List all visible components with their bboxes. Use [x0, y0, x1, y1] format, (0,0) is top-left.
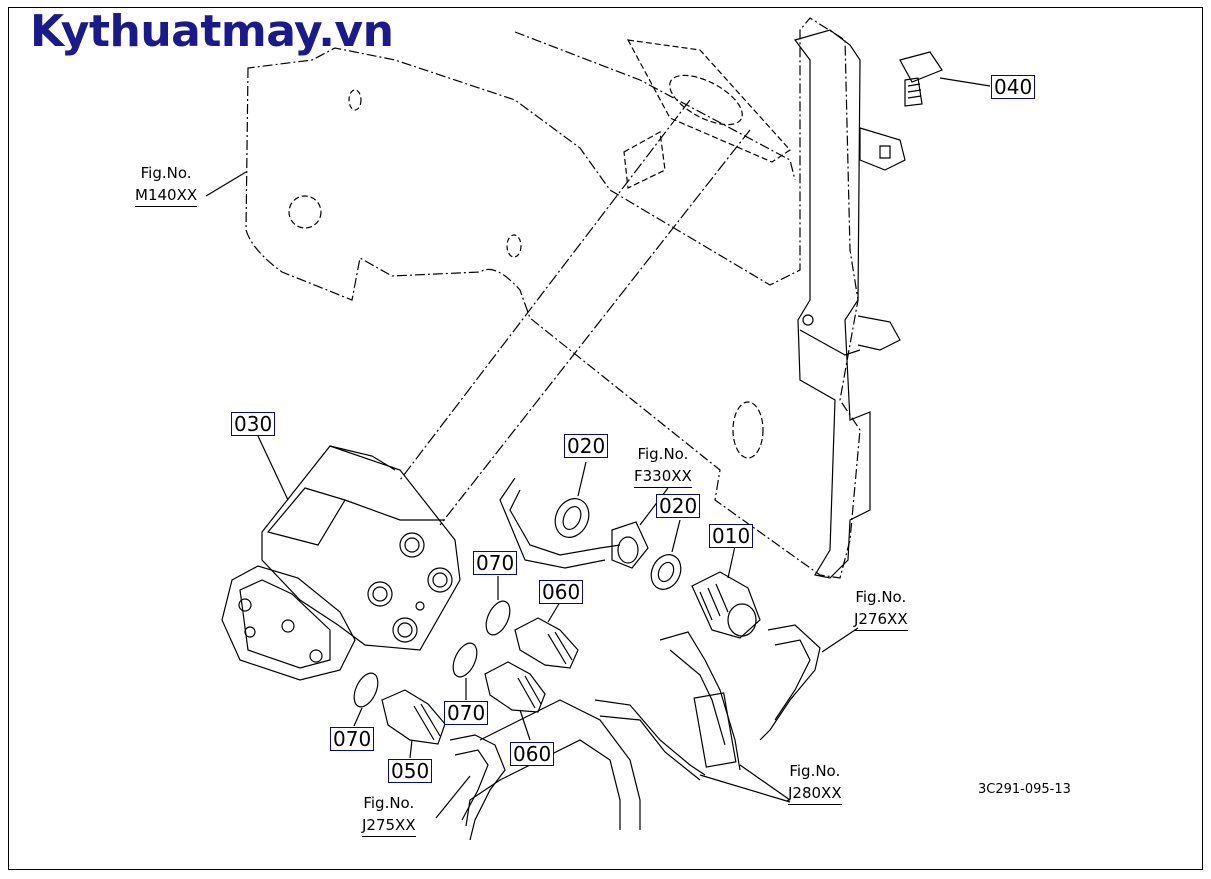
fig-ref-j276-code: J276XX: [854, 608, 908, 631]
column-flange: [628, 40, 790, 162]
leader-010: [728, 546, 735, 578]
steering-unit-030: [222, 446, 460, 680]
leader-070-c: [354, 708, 362, 726]
frame-upper-edge: [515, 32, 795, 180]
hose-f330-b: [500, 478, 605, 568]
fig-ref-j280-label: Fig.No.: [789, 762, 841, 780]
fig-ref-j275-code: J275XX: [362, 814, 416, 837]
washer-020-a-inner: [560, 504, 585, 533]
column-centerline-1: [400, 100, 690, 480]
part-label-050[interactable]: 050: [388, 759, 433, 783]
part-label-060-b[interactable]: 060: [510, 742, 555, 766]
leader-060-a: [548, 602, 560, 622]
diagram-code: 3C291-095-13: [978, 782, 1071, 797]
leader-020-a: [578, 462, 586, 496]
right-bracket: [795, 30, 870, 578]
leader-040: [940, 78, 990, 86]
washer-020-b: [646, 550, 687, 594]
fig-ref-j276-label: Fig.No.: [855, 588, 907, 606]
fig-ref-m140-label: Fig.No.: [140, 164, 192, 182]
frame-hole-small-1: [349, 90, 361, 110]
fig-ref-m140-code: M140XX: [135, 184, 198, 207]
fig-ref-m140[interactable]: Fig.No. M140XX: [135, 162, 198, 207]
right-bracket-cross: [800, 330, 860, 355]
fitting-060-a: [515, 618, 578, 668]
fig-ref-f330[interactable]: Fig.No. F330XX: [634, 443, 692, 488]
leader-j276: [822, 628, 858, 652]
right-bracket-lower-tab: [858, 316, 900, 350]
frame-hole-small-2: [507, 235, 521, 257]
right-bracket-tab: [860, 128, 905, 170]
fig-ref-j275-label: Fig.No.: [363, 794, 415, 812]
fitting-060-b: [485, 662, 545, 712]
leader-030: [258, 436, 288, 500]
fitting-f330: [612, 522, 648, 568]
oring-070-b: [448, 639, 481, 680]
fig-ref-j275[interactable]: Fig.No. J275XX: [362, 792, 416, 837]
leader-050: [410, 740, 412, 758]
part-label-070-b[interactable]: 070: [444, 701, 489, 725]
leader-060-b: [520, 710, 530, 740]
part-label-070-a[interactable]: 070: [473, 551, 518, 575]
fig-ref-f330-code: F330XX: [634, 465, 692, 488]
washer-020-a: [549, 493, 595, 543]
fitting-010: [692, 572, 760, 638]
part-label-040[interactable]: 040: [991, 75, 1036, 99]
frame-plate-outline: [246, 18, 860, 578]
bolt-040: [900, 52, 942, 106]
fig-ref-j280-code: J280XX: [788, 782, 842, 805]
hose-j276: [760, 625, 820, 740]
hose-f330: [510, 490, 620, 555]
fig-ref-j280[interactable]: Fig.No. J280XX: [788, 760, 842, 805]
part-label-030[interactable]: 030: [231, 412, 276, 436]
frame-bracket-slot: [624, 132, 665, 188]
leader-j280-b: [700, 775, 790, 802]
leader-020-b: [672, 520, 680, 552]
right-bracket-bolt-hole: [803, 315, 813, 325]
hose-j280: [660, 632, 740, 770]
column-centerline-2: [440, 130, 750, 525]
part-label-010[interactable]: 010: [709, 524, 754, 548]
leader-j280-a: [740, 765, 790, 800]
leader-m140: [206, 172, 246, 196]
oring-070-c: [349, 669, 382, 710]
site-brand-logo: Kythuatmay.vn: [30, 6, 394, 57]
part-label-020-a[interactable]: 020: [564, 434, 609, 458]
fitting-050: [382, 690, 445, 744]
leader-j275: [436, 776, 470, 818]
fig-ref-j276[interactable]: Fig.No. J276XX: [854, 586, 908, 631]
part-label-060-a[interactable]: 060: [539, 580, 584, 604]
oring-070-a: [481, 597, 514, 638]
part-label-020-b[interactable]: 020: [656, 494, 701, 518]
frame-hole-large: [289, 196, 321, 228]
hose-j275: [450, 735, 505, 840]
drawing-frame: [8, 7, 1203, 870]
right-bracket-tab-hole: [880, 146, 890, 158]
frame-slot: [733, 402, 763, 458]
fig-ref-f330-label: Fig.No.: [637, 445, 689, 463]
part-label-070-c[interactable]: 070: [330, 727, 375, 751]
column-flange-bore: [662, 65, 750, 134]
